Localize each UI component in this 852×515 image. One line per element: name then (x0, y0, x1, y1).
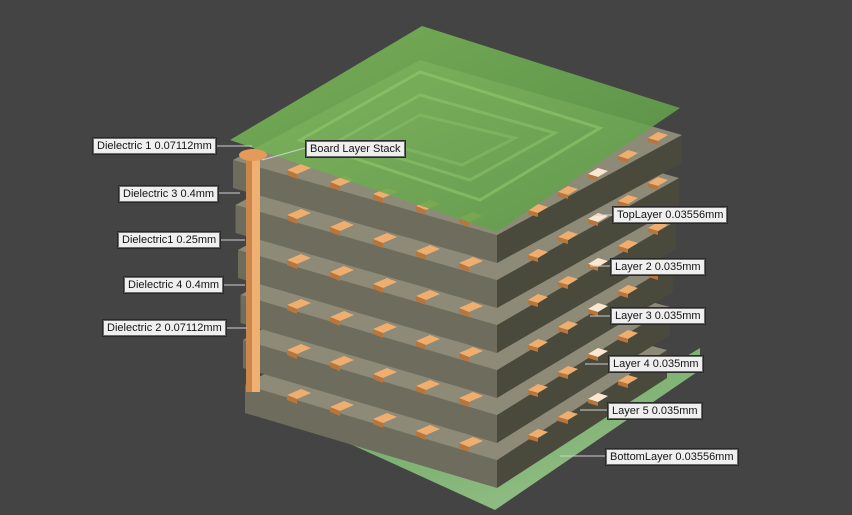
copper-pad (287, 209, 311, 224)
copper-pad (618, 285, 638, 298)
copper-pad (459, 392, 483, 407)
copper-pad (287, 344, 311, 359)
copper-pad (558, 231, 578, 244)
copper-pad (648, 132, 668, 145)
copper-pad (528, 429, 548, 442)
copper-pad (330, 266, 354, 281)
copper-pad (618, 195, 638, 208)
copper-pad (618, 150, 638, 163)
copper-pad (618, 375, 638, 388)
label-dielectric-4: Dielectric 4 0.4mm (124, 277, 224, 293)
copper-pad (528, 249, 548, 262)
copper-pad (558, 321, 578, 334)
label-dielectric-2: Dielectric 2 0.07112mm (103, 320, 226, 336)
label-dielectric1: Dielectric1 0.25mm (118, 232, 221, 248)
copper-pad (330, 356, 354, 371)
copper-pad (459, 347, 483, 362)
copper-pad (287, 389, 311, 404)
copper-pad (588, 393, 608, 406)
copper-pad (588, 168, 608, 181)
copper-pad (416, 335, 440, 350)
copper-pad (459, 302, 483, 317)
copper-pad (373, 368, 397, 383)
copper-pad (416, 425, 440, 440)
via-column (239, 149, 267, 392)
copper-pad (416, 380, 440, 395)
label-layer-3: Layer 3 0.035mm (611, 308, 705, 324)
copper-pad (618, 240, 638, 253)
copper-pad (588, 348, 608, 361)
label-dielectric-3: Dielectric 3 0.4mm (119, 186, 219, 202)
copper-pad (648, 177, 668, 190)
slab-front-face (240, 295, 497, 398)
copper-pad (558, 186, 578, 199)
copper-pad (588, 303, 608, 316)
copper-pad (330, 221, 354, 236)
copper-pad (287, 299, 311, 314)
copper-pad (287, 164, 311, 179)
slab-front-face (245, 385, 497, 488)
copper-pad (618, 330, 638, 343)
copper-pad (528, 339, 548, 352)
copper-pad (416, 290, 440, 305)
top-board (230, 26, 680, 232)
slab-right-face (497, 221, 676, 353)
copper-pad (648, 222, 668, 235)
copper-pad (373, 278, 397, 293)
slab-right-face (497, 135, 682, 263)
copper-pad (459, 437, 483, 452)
label-layer-2: Layer 2 0.035mm (611, 259, 705, 275)
copper-pad (373, 233, 397, 248)
copper-pad (287, 254, 311, 269)
copper-pad (330, 311, 354, 326)
copper-pad (558, 276, 578, 289)
slab-front-face (235, 205, 497, 308)
copper-pad (528, 294, 548, 307)
copper-pad (416, 245, 440, 260)
copper-pad (373, 413, 397, 428)
copper-pad (528, 384, 548, 397)
slab-front-face (238, 250, 497, 353)
copper-pad (330, 401, 354, 416)
label-layer-5: Layer 5 0.035mm (608, 403, 702, 419)
stack-title-label: Board Layer Stack (306, 141, 405, 157)
copper-pad (459, 257, 483, 272)
label-dielectric-1: Dielectric 1 0.07112mm (93, 138, 216, 154)
slab-front-face (233, 160, 497, 263)
copper-pad (558, 366, 578, 379)
label-top-layer: TopLayer 0.03556mm (613, 207, 728, 223)
copper-pads (287, 132, 668, 452)
slab-front-face (243, 340, 497, 443)
copper-pad (373, 323, 397, 338)
copper-pad (528, 204, 548, 217)
label-bottom-layer: BottomLayer 0.03556mm (606, 449, 738, 465)
copper-pad (558, 411, 578, 424)
slab-right-face (497, 264, 673, 398)
label-layer-4: Layer 4 0.035mm (609, 356, 703, 372)
